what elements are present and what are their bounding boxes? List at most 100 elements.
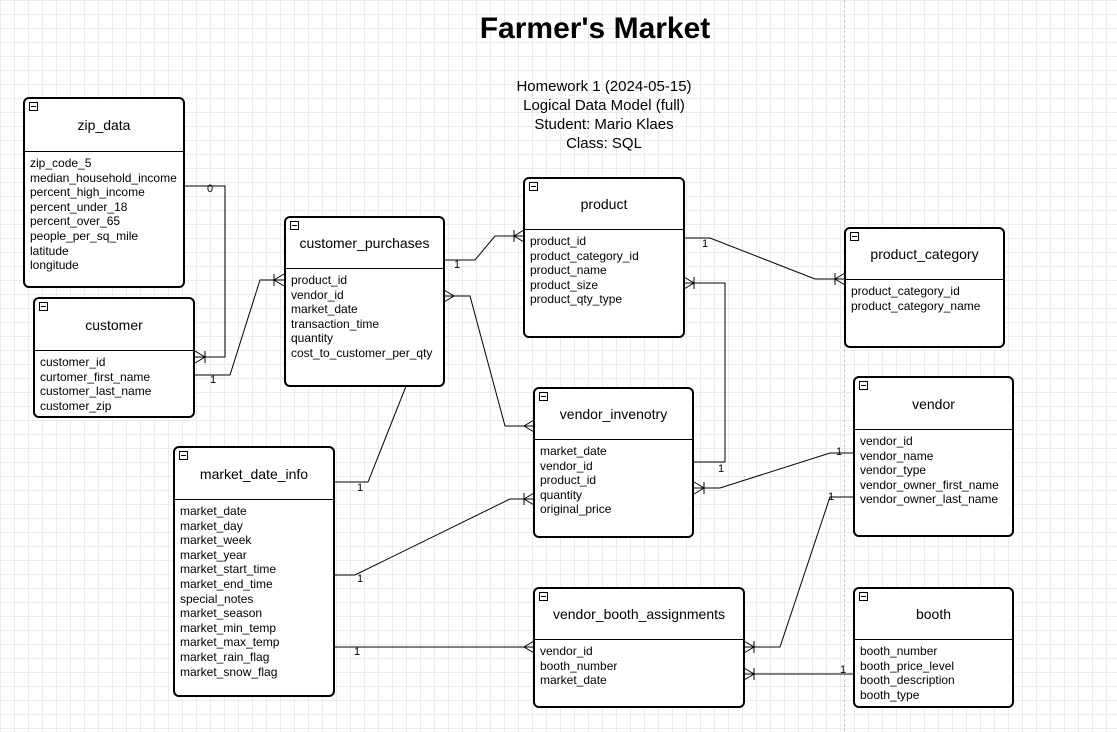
collapse-icon[interactable]: [179, 451, 188, 460]
cardinality-label: 1: [718, 463, 724, 475]
collapse-icon[interactable]: [290, 221, 299, 230]
collapse-icon[interactable]: [859, 592, 868, 601]
attribute-latitude: latitude: [30, 243, 69, 258]
collapse-icon[interactable]: [29, 102, 38, 111]
entity-title: vendor: [855, 378, 1012, 430]
cardinality-label: 1: [828, 491, 834, 503]
attribute-customer-id: customer_id: [40, 355, 106, 369]
attribute-market-date: market_date: [540, 673, 607, 688]
rel-vendor-inventory: [694, 452, 854, 489]
crowfoot-marker: [743, 667, 755, 681]
rel-purchases-inventory: [444, 295, 534, 427]
attribute-market-season: market_season: [180, 606, 263, 621]
attribute-vendor-name: vendor_name: [860, 448, 934, 463]
entity-title: product: [525, 179, 683, 230]
attribute-vendor-type: vendor_type: [860, 463, 927, 478]
rel-product-category: [684, 237, 845, 280]
attribute-product-name: product_name: [530, 263, 607, 278]
attribute-vendor-id: vendor_id: [860, 434, 913, 448]
attribute-market-date: market_date: [291, 302, 358, 317]
attribute-percent-under-18: percent_under_18: [30, 199, 128, 214]
crowfoot-marker: [834, 272, 846, 286]
attribute-product-category-name: product_category_name: [851, 298, 981, 313]
attribute-product-id: product_id: [540, 473, 597, 488]
cardinality-label: 1: [454, 259, 460, 271]
attribute-percent-over-65: percent_over_65: [30, 214, 121, 229]
rel-vendor-booth-assign: [744, 496, 854, 648]
cardinality-label: 1: [836, 446, 842, 458]
cardinality-label: 1: [840, 664, 846, 676]
collapse-icon[interactable]: [39, 302, 48, 311]
entity-title: customer_purchases: [286, 218, 443, 269]
attribute-special-notes: special_notes: [180, 591, 254, 606]
crowfoot-marker: [683, 276, 695, 290]
cardinality-label: 1: [354, 646, 360, 658]
collapse-icon[interactable]: [539, 592, 548, 601]
attribute-booth-description: booth_description: [860, 673, 955, 688]
rel-market-inventory: [335, 498, 534, 576]
crowfoot-marker: [194, 350, 206, 364]
attribute-product-category-id: product_category_id: [851, 284, 960, 298]
subtitle-line: Homework 1 (2024-05-15): [516, 78, 692, 95]
rel-zip-customer: [185, 185, 226, 358]
attribute-product-size: product_size: [530, 277, 599, 292]
collapse-icon[interactable]: [859, 381, 868, 390]
attribute-original-price: original_price: [540, 502, 612, 517]
rel-product-inventory: [684, 282, 726, 463]
crowfoot-marker: [693, 481, 705, 495]
attribute-product-id: product_id: [291, 273, 348, 287]
attribute-booth-price-level: booth_price_level: [860, 658, 955, 673]
attribute-market-max-temp: market_max_temp: [180, 635, 280, 650]
attribute-transaction-time: transaction_time: [291, 316, 380, 331]
attribute-vendor-id: vendor_id: [540, 458, 593, 473]
collapse-icon[interactable]: [539, 392, 548, 401]
attribute-product-qty-type: product_qty_type: [530, 292, 623, 307]
attribute-market-day: market_day: [180, 518, 243, 533]
crowfoot-marker: [743, 640, 755, 654]
crowfoot-marker: [523, 419, 535, 433]
subtitle-line: Student: Mario Klaes: [534, 116, 674, 133]
attribute-product-id: product_id: [530, 234, 587, 248]
attribute-market-week: market_week: [180, 533, 252, 548]
subtitle-line: Class: SQL: [566, 135, 642, 152]
rel-purchases-product: [444, 235, 524, 261]
cardinality-label: 1: [702, 238, 708, 250]
attribute-longitude: longitude: [30, 258, 79, 273]
crowfoot-marker: [523, 640, 535, 654]
attribute-booth-number: booth_number: [860, 644, 938, 658]
attribute-vendor-id: vendor_id: [540, 644, 593, 658]
attribute-zip-code-5: zip_code_5: [30, 156, 92, 170]
entity-title: market_date_info: [175, 448, 333, 500]
attribute-booth-number: booth_number: [540, 658, 618, 673]
page-boundary-guide: [844, 0, 845, 732]
rel-customer-purchases: [195, 279, 284, 376]
collapse-icon[interactable]: [529, 182, 538, 191]
entity-title: booth: [855, 589, 1012, 640]
attribute-quantity: quantity: [540, 487, 583, 502]
attribute-product-category-id: product_category_id: [530, 248, 639, 263]
attribute-cost-to-customer-per-qty: cost_to_customer_per_qty: [291, 345, 433, 360]
attribute-vendor-owner-last-name: vendor_owner_last_name: [860, 492, 999, 507]
collapse-icon[interactable]: [850, 232, 859, 241]
crowfoot-marker: [273, 273, 285, 287]
crowfoot-marker: [513, 229, 525, 243]
entity-title: zip_data: [25, 99, 183, 152]
